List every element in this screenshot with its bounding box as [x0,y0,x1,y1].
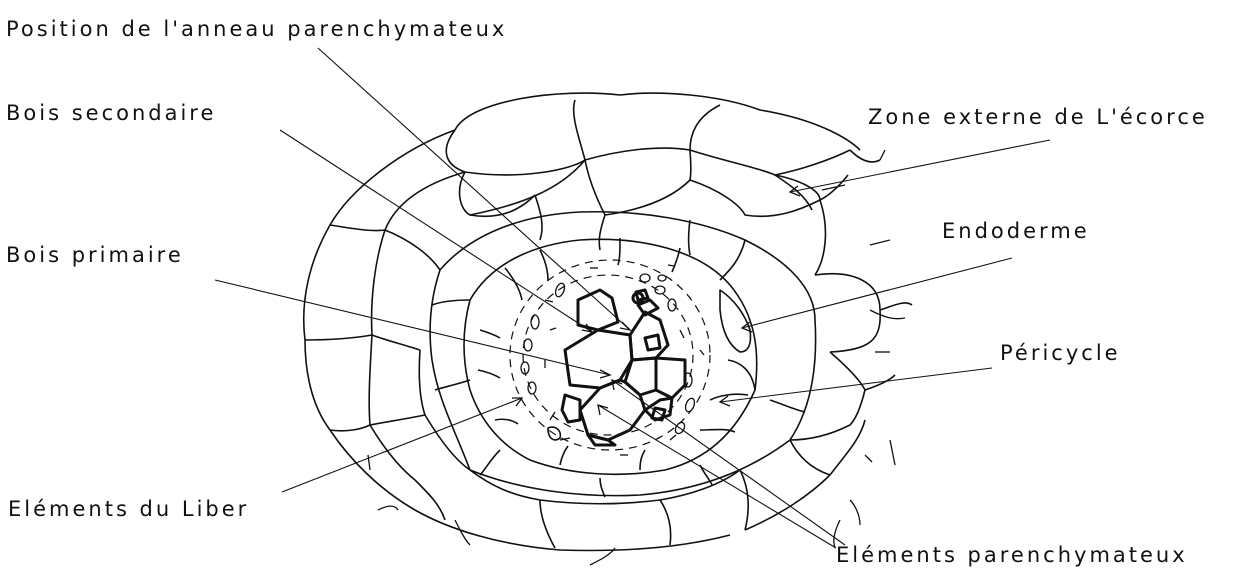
leader-endoderme [742,258,1012,328]
label-bois-secondaire: Bois secondaire [6,101,216,125]
label-pericycle: Péricycle [1000,341,1121,365]
leader-anneau [318,48,630,330]
label-zone-externe: Zone externe de L'écorce [868,105,1208,129]
leader-parenchymateux-2 [598,405,836,548]
label-endoderme: Endoderme [942,219,1090,243]
leader-pericycle [720,368,992,402]
leader-liber [282,398,522,492]
label-anneau: Position de l'anneau parenchymateux [6,17,507,41]
leader-zone-externe [790,140,1050,192]
label-bois-primaire: Bois primaire [6,243,184,267]
labels: Position de l'anneau parenchymateux Bois… [6,17,1208,567]
label-liber: Eléments du Liber [8,497,249,521]
label-parenchymateux: Eléments parenchymateux [836,543,1188,567]
outer-cortex-cells [304,93,912,550]
leader-bois-primaire [215,280,610,375]
pericycle-ring [510,260,710,450]
